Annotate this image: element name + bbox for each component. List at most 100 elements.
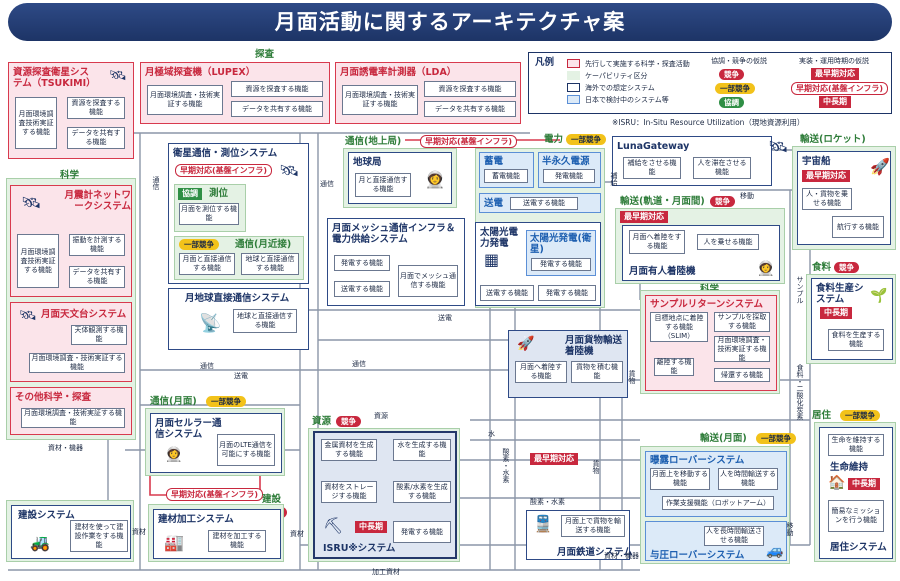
function-box: 人を長時間輸送させる機能 — [704, 526, 764, 546]
function-box: 月面を測位する機能 — [179, 203, 239, 225]
rocket-icon: 🚀 — [870, 157, 890, 176]
material-processing-system: 建材加工システム 🏭 建材を加工する機能 — [153, 509, 281, 559]
function-box: 月面環境調査・技術実証する機能 — [29, 353, 125, 373]
timing-tag: 中長期 — [355, 521, 387, 533]
mesh-comm-power-system: 月面メッシュ通信インフラ＆電力供給システム 発電する機能 送電する機能 月面でメ… — [327, 218, 465, 306]
legend-swatch-blue — [567, 95, 580, 104]
lunar-transport-area: 曝露ローバーシステム 月面上を移動する機能 人を時間輸送する機能 作業支援機能（… — [640, 446, 790, 564]
food-production-system: 食料生産システム 🌱 中長期 食料を生産する機能 — [811, 278, 893, 360]
spacecraft-system: 宇宙船 最早期対応 🚀 人・貨物を乗せる機能 航行する機能 — [797, 151, 891, 245]
flow-label: 移動 — [786, 522, 794, 536]
seismic-network-system: 🛰 月震計ネットワークシステム 月面環境調査技術実証する機能 振動を計測する機能… — [10, 185, 132, 297]
function-box: 離陸する機能 — [654, 358, 694, 376]
factory-icon: 🏭 — [164, 533, 184, 552]
heading-lunar-comm: 通信(月面) — [150, 396, 197, 407]
legend-col-competition: 協調・競争の仮説 — [711, 57, 767, 65]
badge-cooperation: 協調 — [178, 188, 202, 200]
other-science-title: その他科学・探査 — [15, 392, 92, 403]
satellite-icon: 🛰 — [279, 161, 300, 180]
badge-partial-competition: 一部競争 — [566, 134, 606, 145]
house-icon: 🏠 — [828, 475, 846, 491]
function-box: 人を滞在させる機能 — [693, 157, 751, 179]
flow-label: 資源 — [374, 412, 388, 420]
solar-panel-icon: ▦ — [484, 250, 500, 269]
legend-item-blue: 日本で検討中のシステム等 — [585, 96, 669, 104]
flow-label: サンプル — [796, 276, 804, 304]
cellular-comm-system: 月面セルラー通信システム 👩‍🚀 月面のLTE通信を可能にする機能 — [150, 413, 282, 473]
lupex-system: 月極域探査機（LUPEX） 月面環境調査・技術実証する機能 資源を探査する機能 … — [140, 62, 330, 124]
storage-system: 蓄電 蓄電機能 — [479, 152, 534, 188]
lda-system: 月面誘電率計測器（LDA） 月面環境調査・技術実証する機能 資源を探査する機能 … — [335, 62, 521, 124]
flow-label: 加工資材 — [372, 568, 400, 576]
solar-satellite-title: 太陽光発電(衛星) — [530, 233, 592, 255]
function-box: 人を乗せる機能 — [697, 234, 759, 250]
flow-label: 酸素・水素 — [530, 498, 565, 506]
legend-col-timing: 実装・運用時期の仮説 — [799, 57, 869, 65]
mesh-title: 月面メッシュ通信インフラ＆電力供給システム — [332, 223, 456, 245]
function-box: 酸素/水素を生成する機能 — [393, 481, 451, 503]
near-lunar-comm-label: 通信(月近接) — [235, 239, 292, 250]
function-box: 航行する機能 — [832, 216, 884, 238]
satellite-icon: 🛰 — [21, 193, 42, 212]
function-box: 地球と直接通信する機能 — [233, 309, 297, 333]
spacecraft-title: 宇宙船 — [802, 156, 831, 167]
function-box: 月面環境調査・技術実証する機能 — [342, 85, 418, 115]
function-box: 資源を探査する機能 — [231, 81, 323, 97]
flow-label: 貨物 — [628, 370, 636, 384]
function-box: 目標地点に着陸する機能（SLIM） — [650, 312, 708, 342]
train-icon: 🚆 — [533, 514, 553, 533]
function-box: 月面上を移動する機能 — [650, 468, 710, 490]
heading-sample-science: 科学 — [700, 284, 719, 295]
lunagateway-title: LunaGateway — [617, 141, 690, 152]
satellite-icon: 🛰 — [109, 68, 127, 84]
heading-lunar-transport: 輸送(月面) — [700, 433, 747, 444]
habitat-capability-area: 生命を維持する機能 生命維持 🏠 中長期 簡易なミッションを行う機能 居住システ… — [814, 422, 896, 562]
legend-item-green: ケーパビリティ区分 — [585, 72, 648, 80]
other-science-system: その他科学・探査 月面環境調査・技術実証する機能 — [10, 387, 132, 435]
sample-return-title: サンプルリターンシステム — [650, 299, 763, 310]
construction-title: 建設システム — [18, 510, 75, 521]
astronaut-icon: 👩‍🚀 — [425, 170, 445, 189]
flow-label: 資材・機器 — [604, 552, 639, 560]
observatory-title: 月面天文台システム — [41, 309, 127, 320]
cargo-lander-title: 月面貨物輸送着陸機 — [565, 335, 623, 357]
function-box: 月面へ着陸をする機能 — [629, 230, 685, 254]
heading-exploration: 探査 — [255, 49, 275, 60]
function-box: 月面環境調査技術実証する機能 — [17, 234, 59, 288]
direct-comm-title: 月地球直接通信システム — [185, 293, 290, 304]
sample-return-system: サンプルリターンシステム 目標地点に着陸する機能（SLIM） サンプルを採取する… — [645, 295, 777, 391]
flow-label: 通信 — [352, 360, 366, 368]
timing-tag: 最早期対応 — [802, 170, 850, 182]
lunar-observatory-system: 🛰 月面天文台システム 天体観測する機能 月面環境調査・技術実証する機能 — [10, 302, 132, 382]
legend-badge-cooperation: 協調 — [719, 97, 744, 108]
heading-construction: 建設 — [262, 494, 282, 505]
near-lunar-comm-capability: 一部競争 通信(月近接) 月面と直接通信する機能 地球と直接通信する機能 — [174, 236, 304, 280]
legend: 凡例 先行して実施する科学・探査活動 ケーパビリティ区分 海外での想定システム … — [528, 52, 892, 114]
function-box: 人・貨物を乗せる機能 — [802, 188, 852, 210]
badge-partial-competition: 一部競争 — [206, 396, 246, 407]
heading-orbit-transport: 輸送(軌道・月面間) — [620, 196, 705, 207]
construction-system: 建設システム 🚜 建材を使って建設作業をする機能 — [11, 505, 131, 559]
page-title: 月面活動に関するアーキテクチャ案 — [8, 3, 892, 41]
function-box: 月面と直接通信する機能 — [179, 253, 235, 275]
flow-label: 移動 — [740, 192, 754, 200]
heading-food: 食料 — [812, 262, 832, 273]
solar-title: 太陽光電力発電 — [480, 227, 519, 249]
function-box: 地球と直接通信する機能 — [241, 253, 299, 275]
badge-competition: 競争 — [336, 416, 361, 427]
excavator-icon: 🚜 — [30, 533, 50, 552]
railway-title: 月面鉄道システム — [557, 547, 633, 558]
orbit-transport-area: 最早期対応 月面へ着陸をする機能 人を乗せる機能 月面有人着陸機 👩‍🚀 — [615, 208, 785, 284]
unpressurized-rover-system: 曝露ローバーシステム 月面上を移動する機能 人を時間輸送する機能 作業支援機能（… — [645, 451, 787, 517]
flow-label: 送電 — [234, 372, 248, 380]
function-box: 資源を探査する機能 — [424, 81, 516, 97]
function-box: 補給をさせる機能 — [623, 157, 681, 179]
function-box: 食料を生産する機能 — [828, 329, 884, 351]
legend-note: ※ISRU：In-Situ Resource Utilization（現地資源利… — [612, 118, 805, 127]
flow-label: 貨物 — [592, 460, 600, 474]
function-box: 資源を探査する機能 — [67, 97, 125, 119]
function-box: 発電する機能 — [531, 258, 591, 271]
storage-title: 蓄電 — [484, 156, 504, 167]
function-box: 資材をストレージする機能 — [321, 481, 377, 503]
legend-timing-early: 早期対応(基盤インフラ) — [791, 82, 889, 95]
